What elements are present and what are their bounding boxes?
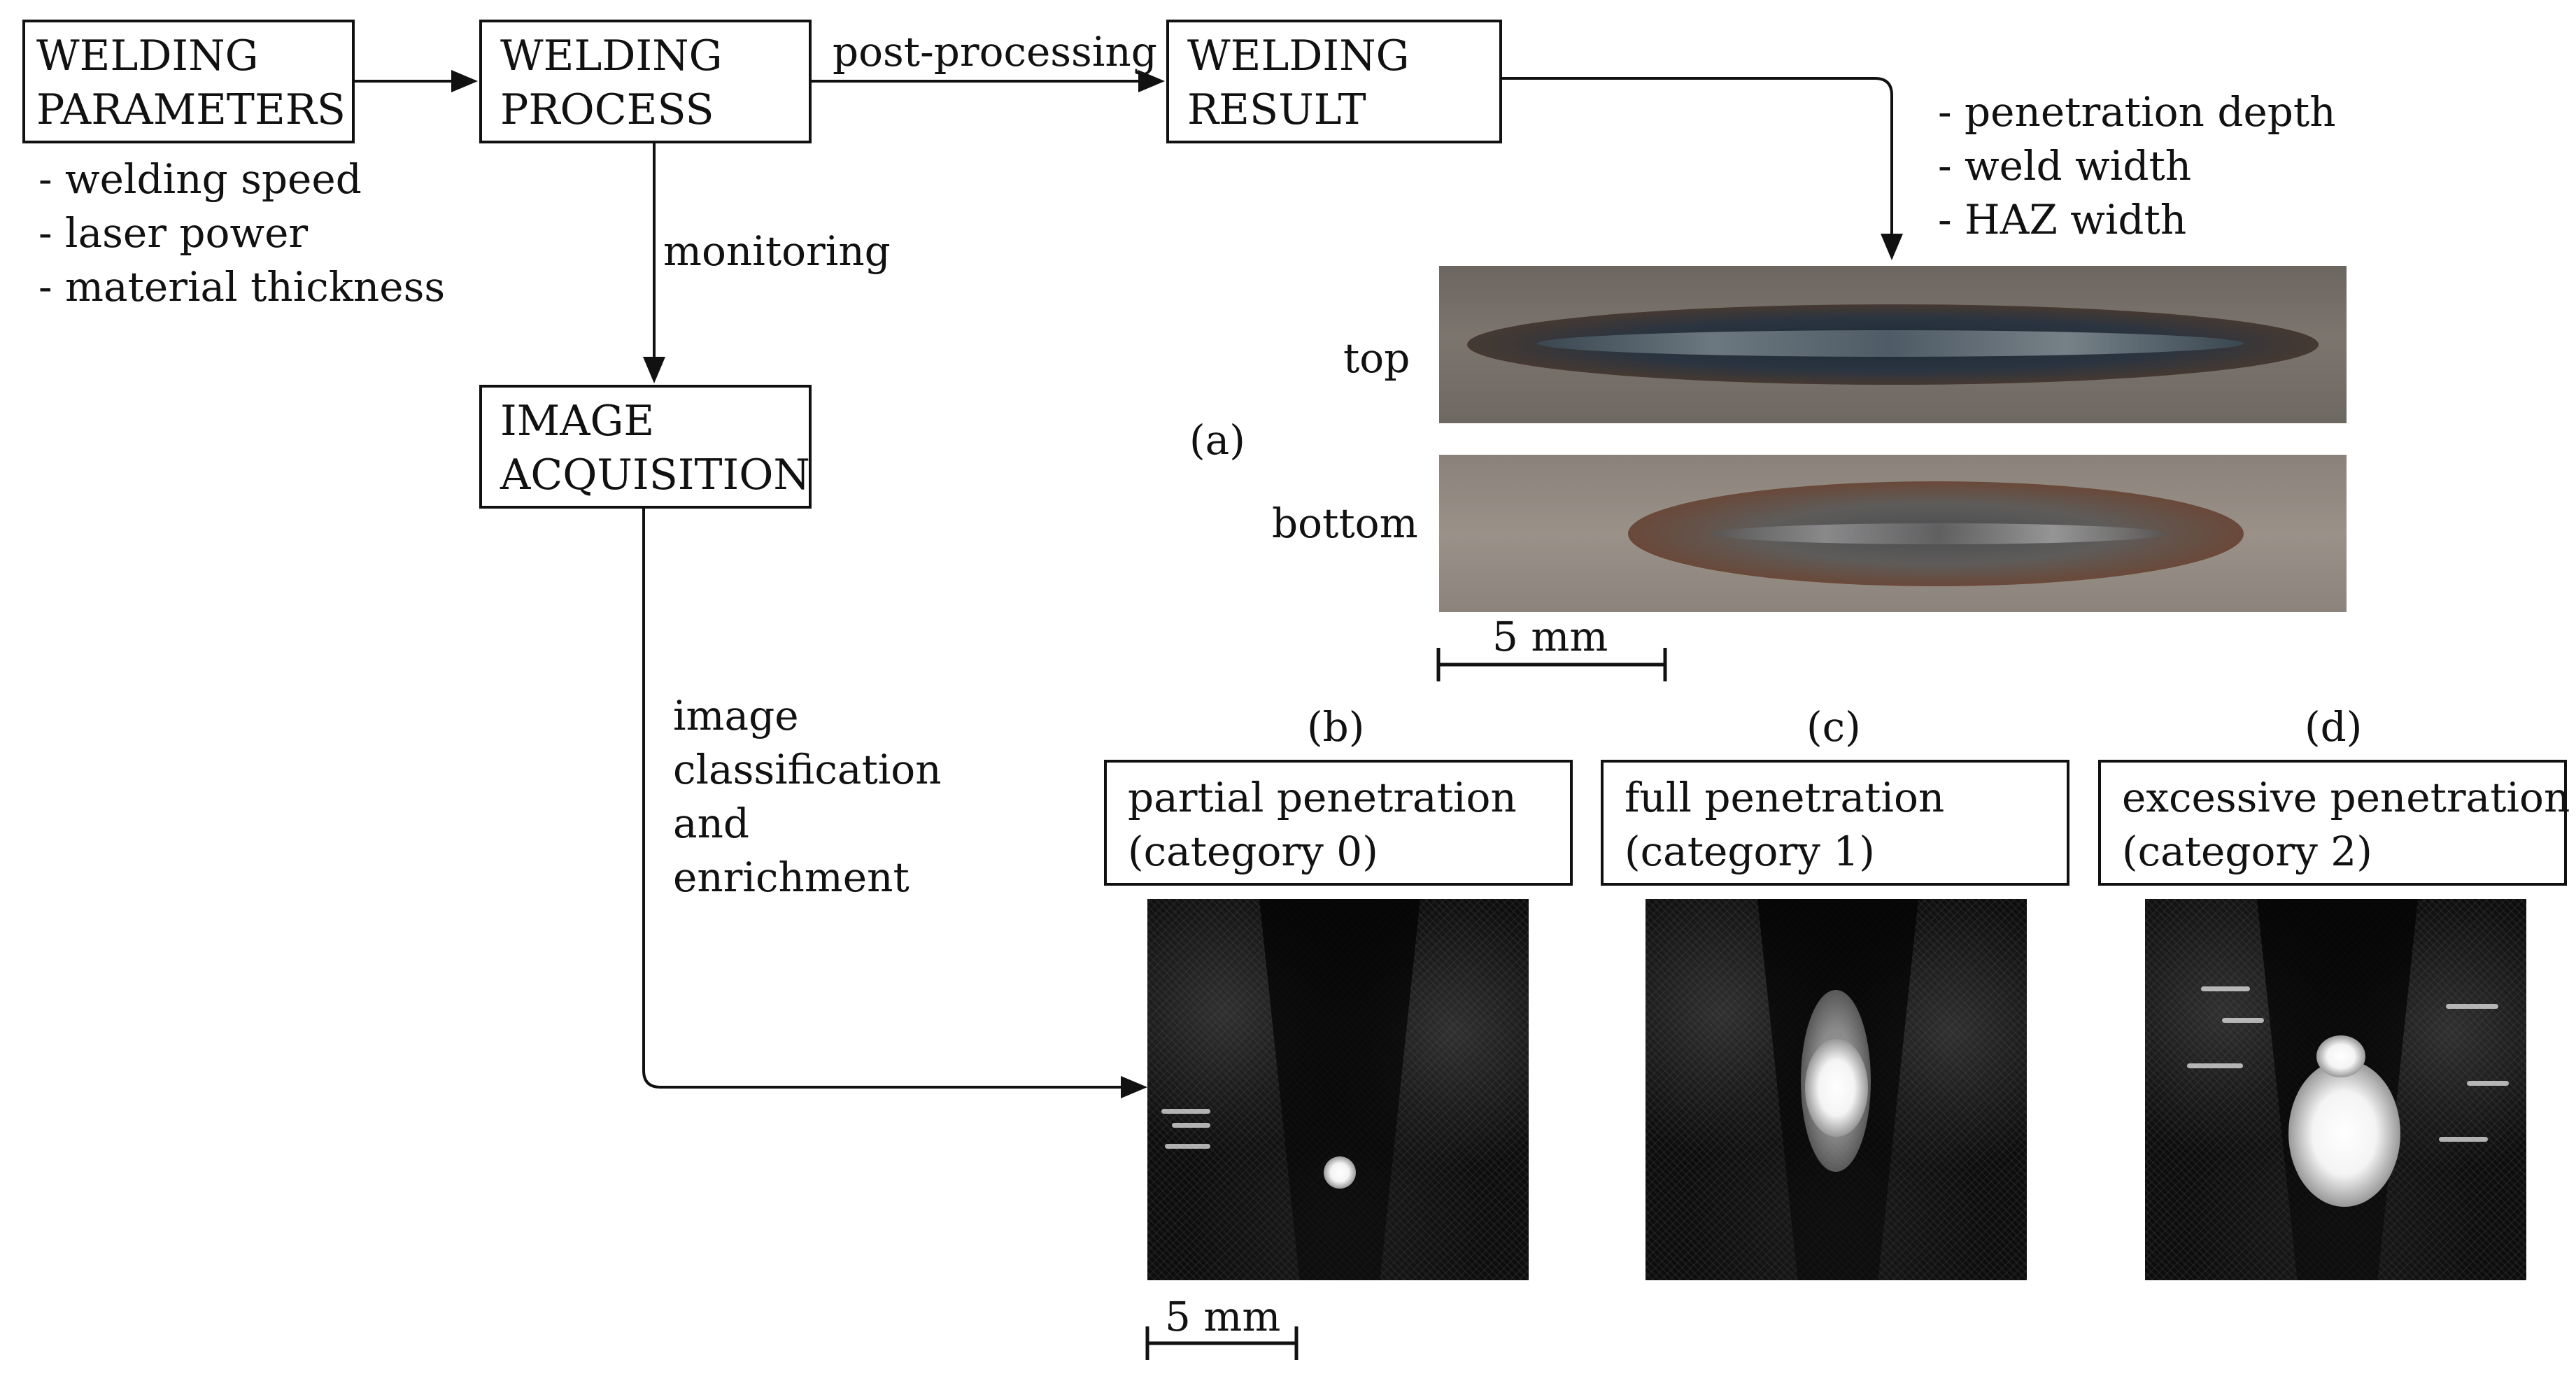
spatter-streak <box>2201 986 2250 991</box>
spatter-streak <box>1165 1144 1210 1149</box>
parameter-list: - welding speed - laser power - material… <box>38 155 446 311</box>
spatter-streak <box>2439 1137 2488 1142</box>
seam-bottom-core <box>1712 523 2167 544</box>
keyhole-glow <box>2316 1035 2365 1077</box>
spatter-streak <box>2446 1004 2498 1009</box>
arrowhead-result <box>1138 70 1165 92</box>
top-label: top <box>1343 334 1410 382</box>
spatter-streak <box>1161 1109 1210 1114</box>
spatter-streak <box>2222 1018 2264 1023</box>
spatter-streak <box>1172 1123 1210 1128</box>
category-full-box: full penetration (category 1) <box>1601 760 2069 886</box>
camera-scale-bar <box>1145 1326 1298 1360</box>
seam-scale-label: 5 mm <box>1492 613 1608 660</box>
monitoring-label: monitoring <box>663 227 891 275</box>
result-list: - penetration depth - weld width - HAZ w… <box>1938 88 2336 243</box>
seam-top-core <box>1537 330 2244 357</box>
weld-seam-bottom-photo <box>1439 455 2347 612</box>
welding-process-box: WELDING PROCESS <box>479 20 812 143</box>
category-full-text: full penetration (category 1) <box>1625 774 1945 875</box>
camera-scale-label: 5 mm <box>1165 1293 1281 1340</box>
weld-seam-top-photo <box>1439 266 2347 423</box>
camera-image-full <box>1646 899 2027 1280</box>
arrowhead-camera <box>1121 1076 1147 1098</box>
seam-figure-label: (a) <box>1189 416 1245 464</box>
welding-process-label: WELDING PROCESS <box>500 31 723 134</box>
category-excessive-box: excessive penetration (category 2) <box>2098 760 2570 886</box>
welding-parameters-label: WELDING PARAMETERS <box>36 31 346 134</box>
camera-image-partial <box>1147 899 1529 1280</box>
arrowhead-seam <box>1881 234 1903 260</box>
category-c-letter: (c) <box>1806 703 1861 751</box>
category-partial-text: partial penetration (category 0) <box>1128 774 1517 875</box>
spatter-streak <box>2467 1081 2509 1086</box>
category-d-letter: (d) <box>2305 703 2363 751</box>
image-acquisition-label: IMAGE ACQUISITION <box>500 397 810 500</box>
category-excessive-text: excessive penetration (category 2) <box>2122 774 2570 875</box>
keyhole-glow <box>1805 1039 1868 1137</box>
classification-label: image classification and enrichment <box>673 692 942 901</box>
image-acquisition-box: IMAGE ACQUISITION <box>479 385 812 509</box>
category-partial-box: partial penetration (category 0) <box>1104 760 1573 886</box>
arrow-result-to-seam <box>1502 77 1893 236</box>
arrowhead-process <box>451 70 478 92</box>
bottom-label: bottom <box>1272 500 1418 547</box>
category-b-letter: (b) <box>1307 703 1365 751</box>
keyhole-glow <box>1324 1156 1356 1189</box>
spatter-streak <box>2187 1063 2243 1068</box>
seam-scale-bar <box>1436 648 1667 681</box>
arrow-image-to-camera <box>642 509 1123 1089</box>
camera-image-excessive <box>2145 899 2526 1280</box>
melt-pool-glow <box>2288 1060 2400 1207</box>
welding-parameters-box: WELDING PARAMETERS <box>22 20 355 143</box>
welding-result-label: WELDING RESULT <box>1187 31 1410 134</box>
post-processing-label: post-processing <box>833 28 1157 76</box>
arrowhead-image <box>643 357 665 383</box>
welding-result-box: WELDING RESULT <box>1166 20 1502 143</box>
